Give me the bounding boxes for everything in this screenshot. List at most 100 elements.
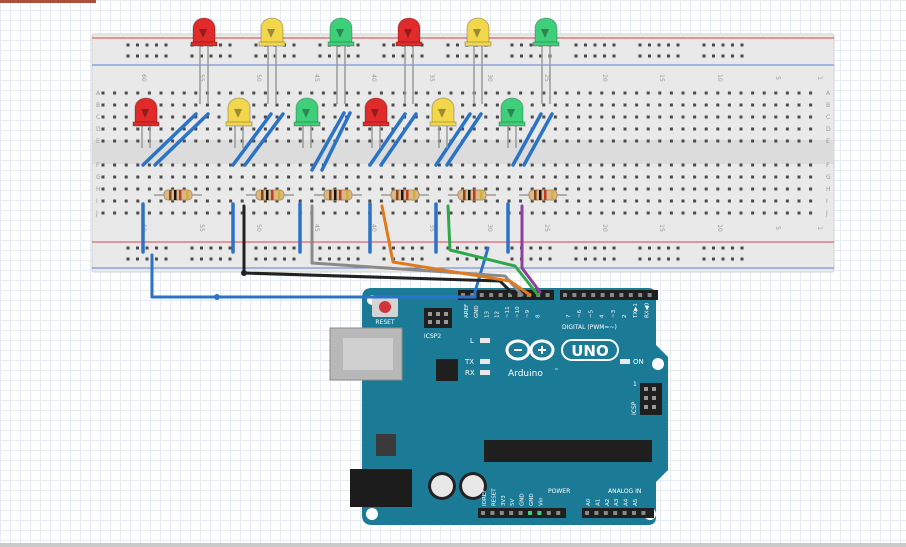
breadboard-hole bbox=[762, 127, 766, 131]
breadboard-hole bbox=[333, 211, 337, 215]
digital-pin-label: TX▶1 bbox=[633, 303, 639, 319]
breadboard-hole bbox=[553, 127, 557, 131]
led-die bbox=[141, 109, 149, 118]
digital-pin-label: AREF bbox=[464, 304, 470, 318]
breadboard-hole bbox=[507, 187, 511, 191]
breadboard-hole bbox=[739, 139, 743, 143]
breadboard-hole bbox=[809, 187, 813, 191]
rail-hole bbox=[219, 43, 222, 47]
row-letter: I bbox=[826, 198, 828, 205]
rail-hole bbox=[190, 246, 194, 250]
breadboard-hole bbox=[751, 187, 755, 191]
resistor-band bbox=[401, 190, 404, 200]
led-red bbox=[132, 97, 160, 148]
rail-hole bbox=[465, 257, 469, 261]
breadboard-hole bbox=[762, 115, 766, 119]
rail-hole bbox=[712, 43, 715, 47]
rail-hole bbox=[356, 43, 360, 47]
reset-button-cap[interactable] bbox=[379, 301, 391, 313]
power-pin-label: IOREF bbox=[482, 490, 488, 506]
led-green bbox=[327, 17, 355, 104]
breadboard-hole bbox=[217, 199, 221, 203]
breadboard-hole bbox=[484, 199, 488, 203]
breadboard-hole bbox=[507, 127, 511, 131]
header-pin bbox=[499, 511, 504, 515]
breadboard-hole bbox=[171, 91, 175, 95]
breadboard-hole bbox=[124, 139, 128, 143]
breadboard-hole bbox=[739, 199, 743, 203]
rail-hole bbox=[292, 54, 296, 58]
breadboard-hole bbox=[321, 175, 325, 179]
jumper-wire bbox=[141, 112, 198, 167]
rail-hole bbox=[520, 43, 523, 47]
breadboard-hole bbox=[762, 163, 766, 167]
breadboard-hole bbox=[136, 127, 140, 131]
breadboard-hole bbox=[229, 127, 233, 131]
rail-hole bbox=[712, 257, 715, 261]
breadboard-hole bbox=[217, 163, 221, 167]
breadboard-hole bbox=[727, 163, 731, 167]
breadboard-hole bbox=[727, 187, 731, 191]
breadboard-hole bbox=[356, 211, 360, 215]
breadboard-hole bbox=[310, 187, 314, 191]
rail-hole bbox=[731, 43, 734, 47]
icsp-pin1-label: 1 bbox=[633, 381, 637, 388]
icsp-pin bbox=[644, 405, 648, 409]
column-number: 60 bbox=[140, 74, 147, 82]
breadboard-hole bbox=[704, 139, 708, 143]
breadboard-hole bbox=[484, 91, 488, 95]
breadboard-hole bbox=[345, 211, 349, 215]
mount-hole bbox=[652, 358, 664, 370]
breadboard-hole bbox=[205, 103, 209, 107]
resistor bbox=[154, 189, 202, 201]
breadboard-hole bbox=[147, 199, 151, 203]
breadboard-hole bbox=[530, 139, 534, 143]
breadboard-hole bbox=[472, 127, 476, 131]
breadboard-hole bbox=[263, 187, 267, 191]
breadboard-hole bbox=[623, 199, 627, 203]
breadboard-hole bbox=[414, 199, 418, 203]
breadboard-hole bbox=[751, 103, 755, 107]
analog-pin-label: A3 bbox=[614, 498, 620, 506]
breadboard[interactable]: AABBCCDDEEFFGGHHIIJJ60605555505045454040… bbox=[91, 33, 835, 273]
rail-hole bbox=[145, 257, 149, 261]
rail-hole bbox=[411, 257, 414, 261]
rail-hole bbox=[574, 54, 578, 58]
rail-hole bbox=[318, 54, 322, 58]
breadboard-hole bbox=[461, 187, 465, 191]
rail-hole bbox=[603, 43, 606, 47]
column-number: 1 bbox=[816, 76, 823, 80]
breadboard-hole bbox=[275, 163, 279, 167]
rail-hole bbox=[612, 54, 616, 58]
breadboard-hole bbox=[669, 127, 673, 131]
breadboard-hole bbox=[101, 115, 105, 119]
breadboard-hole bbox=[484, 127, 488, 131]
column-number: 40 bbox=[370, 224, 377, 232]
breadboard-hole bbox=[646, 127, 650, 131]
digital-pin-label: ~9 bbox=[525, 309, 531, 318]
breadboard-hole bbox=[774, 139, 778, 143]
breadboard-hole bbox=[391, 91, 395, 95]
breadboard-hole bbox=[739, 187, 743, 191]
breadboard-hole bbox=[113, 199, 117, 203]
rail-hole bbox=[740, 54, 744, 58]
plus-sign-v bbox=[541, 346, 543, 354]
breadboard-hole bbox=[414, 115, 418, 119]
breadboard-hole bbox=[681, 211, 685, 215]
header-pin bbox=[509, 511, 514, 515]
breadboard-hole bbox=[681, 127, 685, 131]
breadboard-hole bbox=[147, 175, 151, 179]
breadboard-hole bbox=[704, 187, 708, 191]
rail-hole bbox=[539, 246, 542, 250]
breadboard-hole bbox=[310, 127, 314, 131]
breadboard-hole bbox=[635, 139, 639, 143]
breadboard-hole bbox=[333, 115, 337, 119]
rail-hole bbox=[209, 54, 213, 58]
rail-hole bbox=[356, 257, 360, 261]
bottom-bar bbox=[0, 543, 906, 547]
breadboard-hole bbox=[623, 211, 627, 215]
wire-pin-13 bbox=[242, 204, 516, 297]
row-letter: J bbox=[95, 210, 98, 217]
